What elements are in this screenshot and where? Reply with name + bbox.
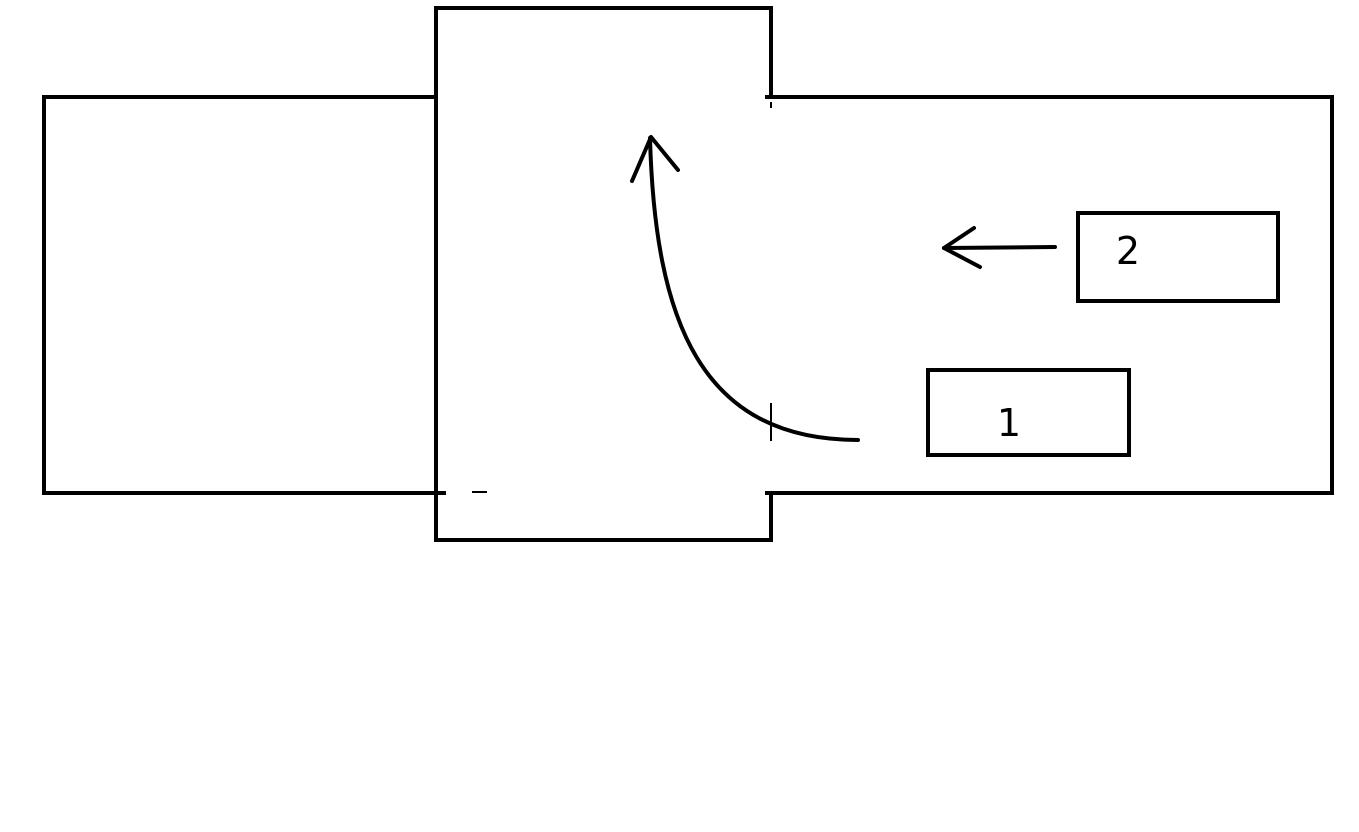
box-2: 2 xyxy=(1076,211,1280,303)
arrow-left-icon xyxy=(942,226,1057,269)
center-room xyxy=(434,6,773,542)
box-1-label: 1 xyxy=(997,401,1021,445)
box-1: 1 xyxy=(926,368,1131,457)
curved-arrow-icon xyxy=(630,135,860,442)
left-room xyxy=(42,95,446,495)
right-room xyxy=(765,95,1334,495)
box-2-label: 2 xyxy=(1116,229,1140,273)
